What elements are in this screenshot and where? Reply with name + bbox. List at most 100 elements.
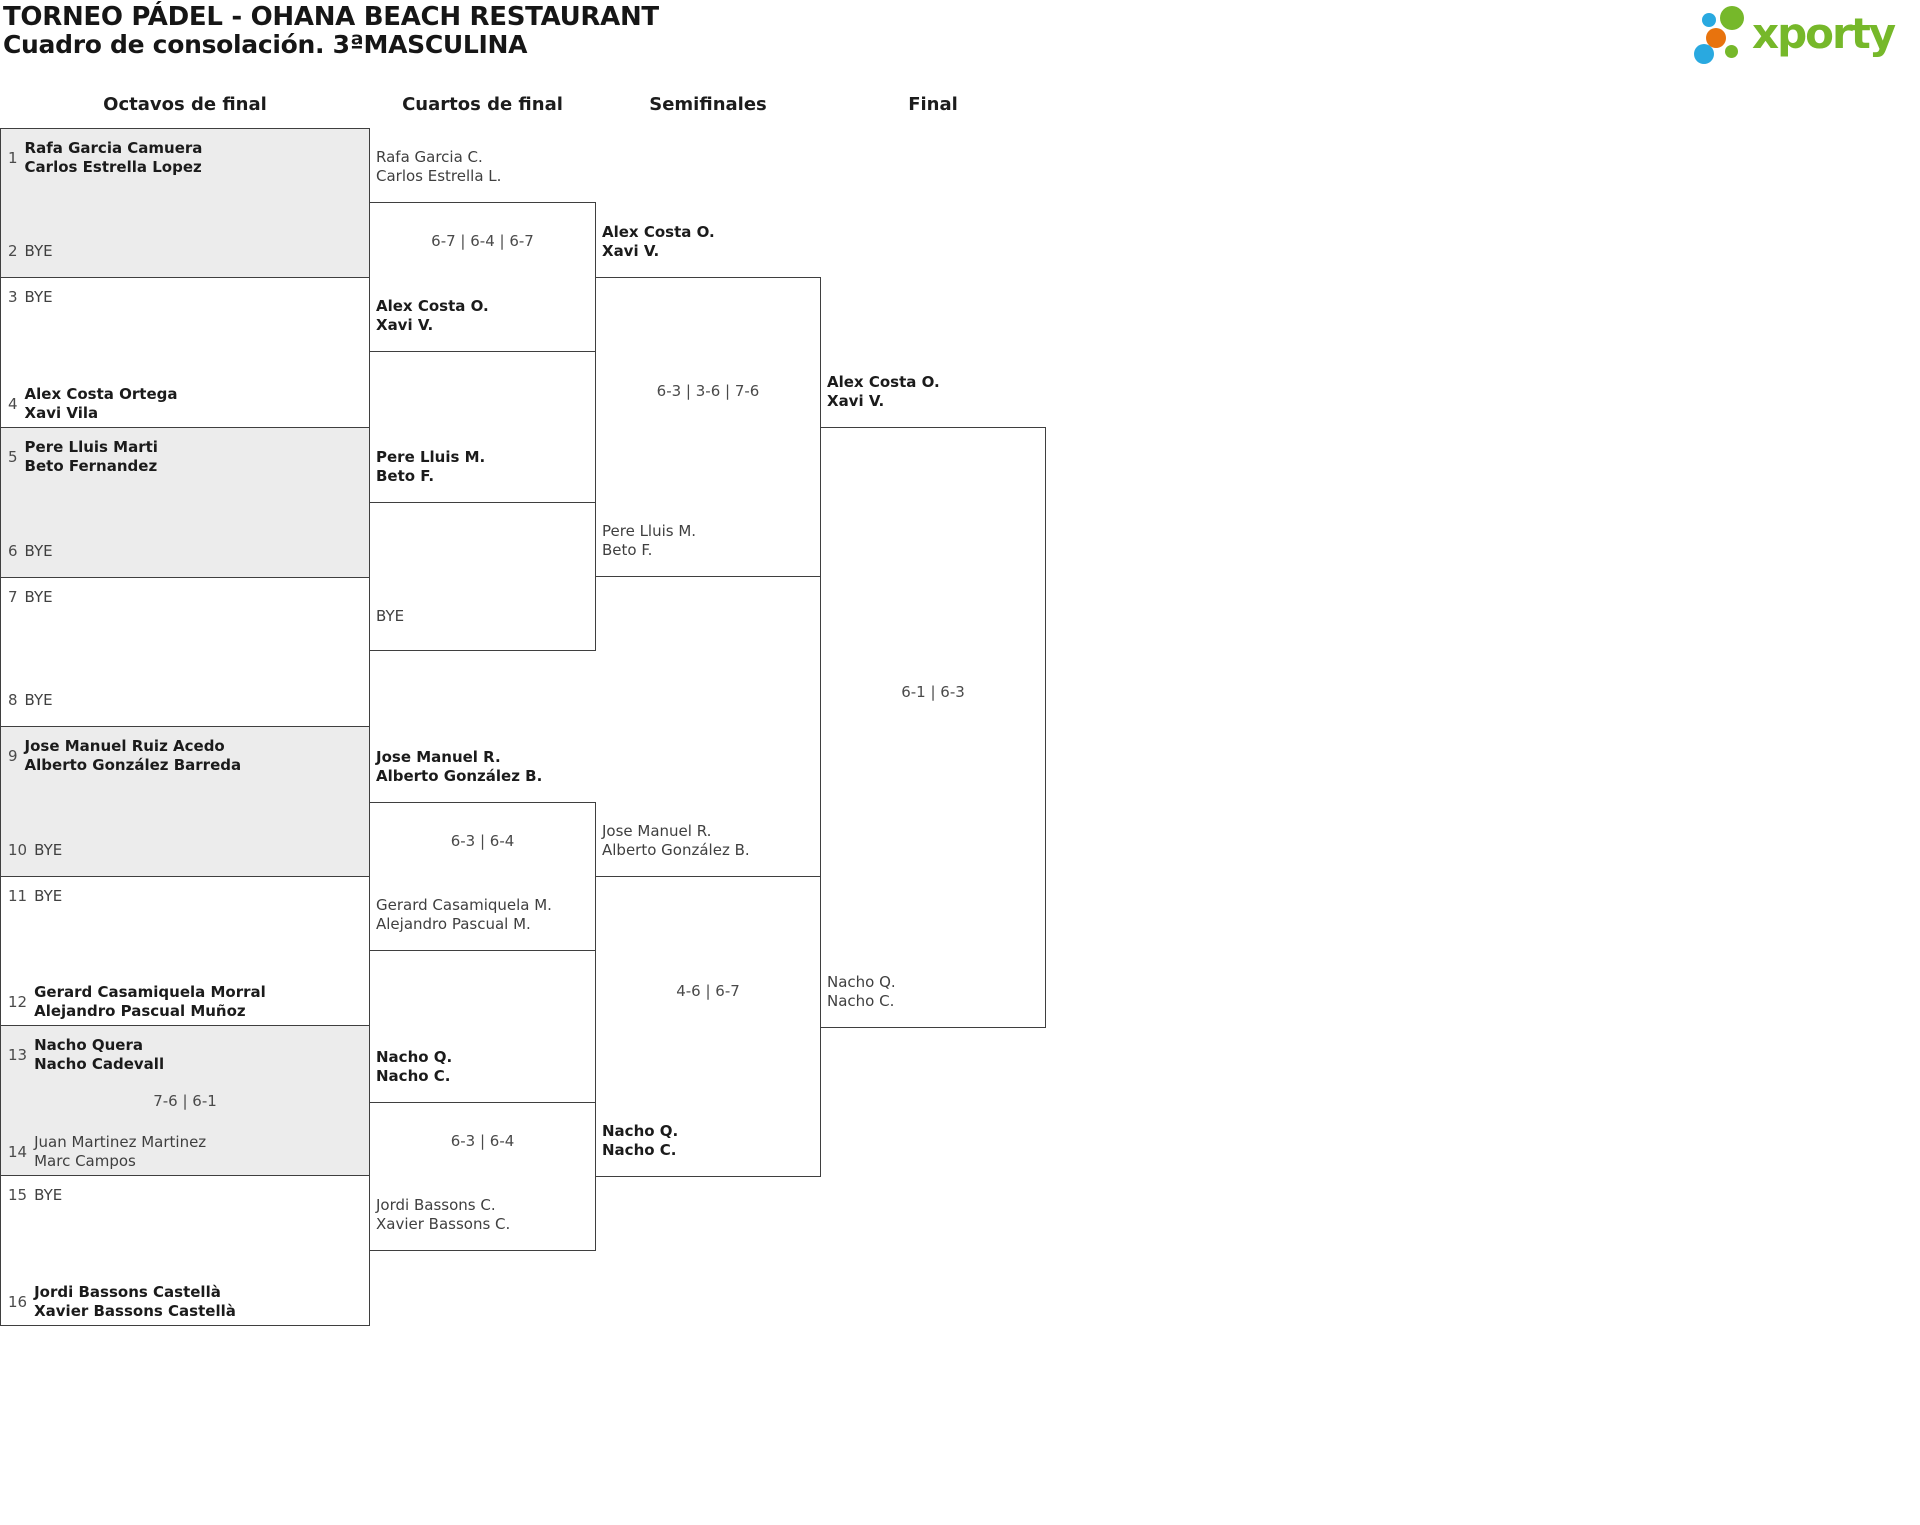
round-header-octavos: Octavos de final: [103, 94, 267, 115]
match-score: 6-7 | 6-4 | 6-7: [431, 232, 534, 250]
match-score: 6-3 | 3-6 | 7-6: [656, 382, 760, 400]
player-name: Nacho Q.: [827, 973, 896, 991]
seed-number: 5: [8, 447, 18, 466]
player-name: Rafa Garcia C.: [376, 148, 483, 166]
seed-14-entry: 14 Juan Martinez Martinez Marc Campos: [8, 1133, 363, 1171]
player-name: Rafa Garcia Camuera: [24, 139, 203, 157]
octavos-match-7: 13 Nacho Quera Nacho Cadevall 7-6 | 6-1 …: [0, 1025, 370, 1176]
team-names: Alex Costa Ortega Xavi Vila: [25, 385, 178, 423]
bracket-subtitle: Cuadro de consolación. 3ªMASCULINA: [3, 30, 528, 59]
player-name: Nacho C.: [376, 1067, 451, 1085]
team-names: Juan Martinez Martinez Marc Campos: [34, 1133, 206, 1171]
semifinal-match-2: 4-6 | 6-7: [595, 876, 821, 1177]
seed-13-entry: 13 Nacho Quera Nacho Cadevall: [8, 1036, 363, 1074]
player-name: Gerard Casamiquela M.: [376, 896, 552, 914]
player-name: Carlos Estrella Lopez: [24, 158, 202, 176]
player-name: BYE: [24, 691, 53, 709]
player-name: Xavi V.: [376, 316, 434, 334]
octavos-match-1: 1 Rafa Garcia Camuera Carlos Estrella Lo…: [0, 128, 370, 278]
player-name: BYE: [24, 288, 53, 306]
player-name: Xavier Bassons C.: [376, 1215, 511, 1233]
cuartos-3-top-team: Jose Manuel R. Alberto González B.: [376, 748, 591, 786]
player-name: Xavi Vila: [24, 404, 99, 422]
player-name: BYE: [34, 1186, 63, 1204]
player-name: BYE: [24, 542, 53, 560]
final-match: 6-1 | 6-3: [820, 427, 1046, 1028]
cuartos-1-top-team: Rafa Garcia C. Carlos Estrella L.: [376, 148, 591, 186]
octavos-match-8: 15 BYE 16 Jordi Bassons Castellà Xavier …: [0, 1175, 370, 1326]
logo-dot-icon: [1725, 45, 1738, 58]
team-names: BYE: [34, 841, 62, 860]
seed-12-entry: 12 Gerard Casamiquela Morral Alejandro P…: [8, 983, 363, 1021]
seed-number: 1: [8, 148, 18, 167]
team-names: BYE: [25, 242, 53, 261]
player-name: Beto F.: [376, 467, 435, 485]
seed-3-entry: 3 BYE: [8, 288, 363, 307]
seed-8-entry: 8 BYE: [8, 691, 363, 710]
final-bottom-team: Nacho Q. Nacho C.: [827, 973, 1042, 1011]
seed-number: 14: [8, 1142, 28, 1161]
player-name: Nacho Q.: [376, 1048, 453, 1066]
octavos-match-6: 11 BYE 12 Gerard Casamiquela Morral Alej…: [0, 876, 370, 1026]
match-score: 4-6 | 6-7: [676, 981, 740, 1000]
team-names: BYE: [34, 887, 62, 906]
player-name: Juan Martinez Martinez: [34, 1133, 207, 1151]
team-names: BYE: [25, 542, 53, 561]
team-names: BYE: [25, 588, 53, 607]
player-name: Alex Costa Ortega: [24, 385, 178, 403]
player-name: Nacho C.: [602, 1141, 677, 1159]
octavos-match-2: 3 BYE 4 Alex Costa Ortega Xavi Vila: [0, 277, 370, 428]
player-name: Beto Fernandez: [24, 457, 158, 475]
semifinal-1-bottom-team: Pere Lluis M. Beto F.: [602, 522, 817, 560]
seed-5-entry: 5 Pere Lluis Marti Beto Fernandez: [8, 438, 363, 476]
player-name: Alejandro Pascual M.: [376, 915, 531, 933]
tournament-title: TORNEO PÁDEL - OHANA BEACH RESTAURANT: [3, 2, 659, 32]
team-names: Jose Manuel Ruiz Acedo Alberto González …: [25, 737, 242, 775]
player-name: Nacho Cadevall: [34, 1055, 165, 1073]
semifinal-2-top-team: Jose Manuel R. Alberto González B.: [602, 822, 817, 860]
player-name: Xavi V.: [602, 242, 660, 260]
team-names: Gerard Casamiquela Morral Alejandro Pasc…: [34, 983, 266, 1021]
seed-number: 10: [8, 841, 28, 859]
seed-11-entry: 11 BYE: [8, 887, 363, 906]
team-names: Pere Lluis Marti Beto Fernandez: [25, 438, 158, 476]
seed-number: 8: [8, 691, 18, 709]
player-name: Pere Lluis M.: [376, 448, 486, 466]
player-name: Nacho C.: [827, 992, 895, 1010]
cuartos-match-2: [369, 502, 596, 651]
player-name: BYE: [24, 588, 53, 606]
seed-15-entry: 15 BYE: [8, 1186, 363, 1205]
xporty-logo-text: xporty: [1752, 9, 1896, 58]
seed-2-entry: 2 BYE: [8, 242, 363, 261]
seed-number: 3: [8, 288, 18, 306]
team-names: BYE: [34, 1186, 62, 1205]
round-header-final: Final: [908, 94, 958, 115]
seed-number: 9: [8, 746, 18, 765]
match-score: 6-3 | 6-4: [450, 831, 515, 850]
cuartos-match-4: 6-3 | 6-4: [369, 1102, 596, 1251]
player-name: Jordi Bassons C.: [376, 1196, 496, 1214]
player-name: Pere Lluis M.: [602, 522, 697, 540]
seed-number: 15: [8, 1186, 28, 1204]
seed-number: 11: [8, 887, 28, 905]
seed-number: 7: [8, 588, 18, 606]
player-name: BYE: [376, 607, 405, 625]
team-names: Rafa Garcia Camuera Carlos Estrella Lope…: [25, 139, 203, 177]
logo-dot-icon: [1706, 28, 1726, 48]
player-name: Jose Manuel Ruiz Acedo: [24, 737, 225, 755]
seed-number: 2: [8, 242, 18, 260]
cuartos-2-top-team: Pere Lluis M. Beto F.: [376, 448, 591, 486]
seed-9-entry: 9 Jose Manuel Ruiz Acedo Alberto Gonzále…: [8, 737, 363, 775]
octavos-match-3: 5 Pere Lluis Marti Beto Fernandez 6 BYE: [0, 427, 370, 578]
team-names: Nacho Quera Nacho Cadevall: [34, 1036, 164, 1074]
octavos-match-5: 9 Jose Manuel Ruiz Acedo Alberto Gonzále…: [0, 726, 370, 877]
cuartos-2-bottom-team: BYE: [376, 607, 591, 626]
semifinal-2-bottom-team: Nacho Q. Nacho C.: [602, 1122, 817, 1160]
player-name: Nacho Quera: [34, 1036, 143, 1054]
player-name: Jose Manuel R.: [602, 822, 712, 840]
player-name: Nacho Q.: [602, 1122, 679, 1140]
cuartos-4-top-team: Nacho Q. Nacho C.: [376, 1048, 591, 1086]
player-name: Xavier Bassons Castellà: [34, 1302, 236, 1320]
player-name: Alejandro Pascual Muñoz: [34, 1002, 246, 1020]
